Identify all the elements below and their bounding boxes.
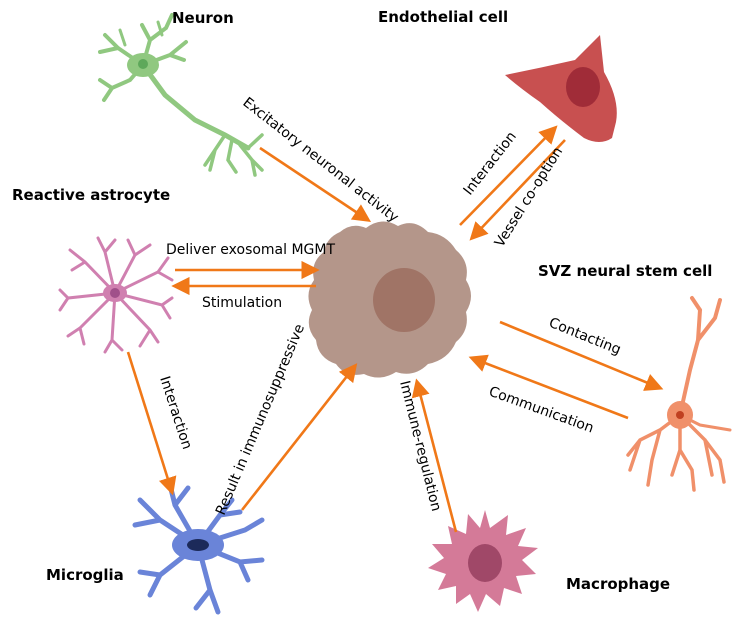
arrow-neuron-to-tumor — [259, 146, 372, 223]
arrow-microglia-to-tumor — [240, 363, 358, 511]
microglia-cell — [132, 482, 265, 615]
label-stimulation: Stimulation — [202, 295, 282, 311]
label-deliver-exosomal-mgmt: Deliver exosomal MGMT — [166, 242, 335, 258]
label-contacting: Contacting — [547, 315, 624, 358]
stem-cell-title: SVZ neural stem cell — [538, 262, 712, 280]
label-astrocyte-microglia-interaction: Interaction — [156, 374, 195, 451]
microglia-title: Microglia — [46, 566, 124, 584]
astrocyte-title: Reactive astrocyte — [12, 186, 170, 204]
arrow-tumor-to-endothelial — [459, 125, 558, 226]
arrow-stem-to-tumor — [468, 354, 629, 420]
label-communication: Communication — [487, 384, 596, 437]
label-tumor-endothelial-interaction: Interaction — [461, 129, 520, 199]
tumor-cell-nucleus — [373, 268, 435, 332]
endothelial-cell — [505, 35, 617, 142]
reactive-astrocyte-cell — [58, 236, 174, 354]
macrophage-cell — [428, 510, 538, 612]
interaction-arrows — [126, 125, 664, 533]
svz-neural-stem-cell — [626, 296, 732, 492]
arrow-astrocyte-to-microglia — [126, 351, 177, 496]
macrophage-title: Macrophage — [566, 575, 670, 593]
arrow-endothelial-to-tumor — [469, 139, 566, 241]
tumor-cell — [308, 221, 471, 378]
neuron-cell — [98, 13, 264, 177]
endothelial-title: Endothelial cell — [378, 8, 508, 26]
arrow-tumor-to-stem — [499, 320, 664, 391]
arrow-macrophage-to-tumor — [411, 378, 458, 533]
label-excitatory-neuronal-activity: Excitatory neuronal activity — [240, 95, 402, 226]
label-immune-regulation: Immune-regulation — [396, 379, 444, 513]
neuron-title: Neuron — [172, 9, 234, 27]
